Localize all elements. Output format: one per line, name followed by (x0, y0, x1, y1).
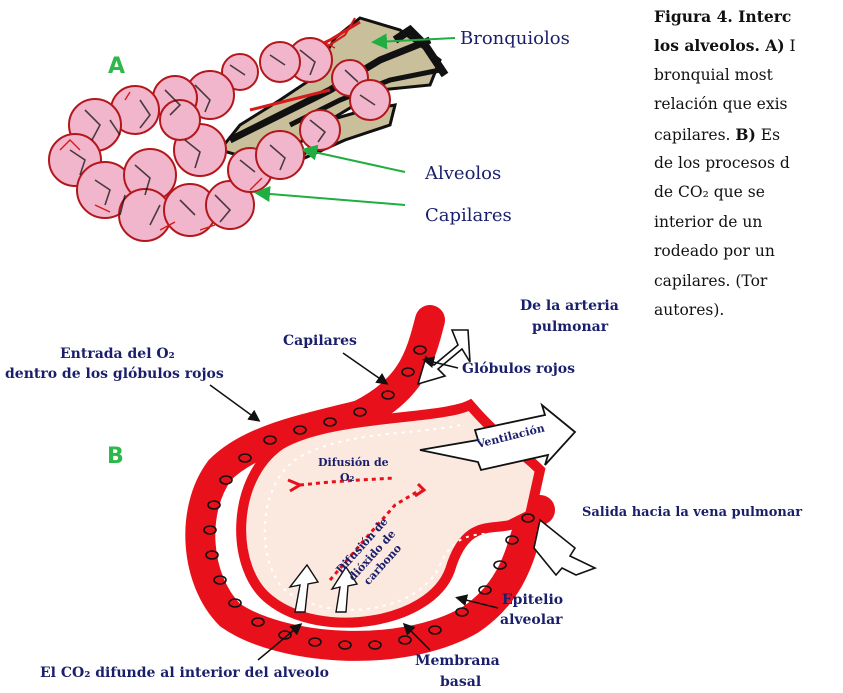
label-globulos-rojos: Glóbulos rojos (462, 361, 575, 377)
label-entrada-1: Entrada del O₂ (60, 346, 175, 362)
leader-capilares-b (343, 353, 386, 383)
label-salida: Salida hacia la vena pulmonar (582, 505, 802, 520)
panel-a-letter: A (108, 54, 125, 79)
vein-outflow-arrow (534, 520, 595, 575)
label-epitelio-1: Epitelio (502, 592, 563, 608)
label-co2-difunde: El CO₂ difunde al interior del alveolo (40, 665, 329, 681)
label-alveolos: Alveolos (424, 163, 501, 184)
label-arteria-1: De la arteria (520, 298, 619, 314)
label-bronquiolos: Bronquiolos (460, 28, 570, 49)
leader-capilares-a (258, 193, 405, 205)
label-capilares-b: Capilares (283, 333, 357, 349)
panel-b-letter: B (107, 444, 124, 469)
label-epitelio-2: alveolar (500, 612, 563, 628)
label-entrada-2: dentro de los glóbulos rojos (5, 366, 224, 382)
label-capilares-a: Capilares (425, 205, 512, 226)
leader-entrada (210, 385, 258, 420)
label-membrana-2: basal (440, 674, 481, 690)
label-difusion-o2-2: O₂ (340, 471, 355, 484)
label-difusion-o2-1: Difusión de (318, 456, 389, 469)
leader-alveolos (305, 150, 405, 172)
label-membrana-1: Membrana (415, 653, 500, 669)
label-arteria-2: pulmonar (532, 319, 609, 335)
